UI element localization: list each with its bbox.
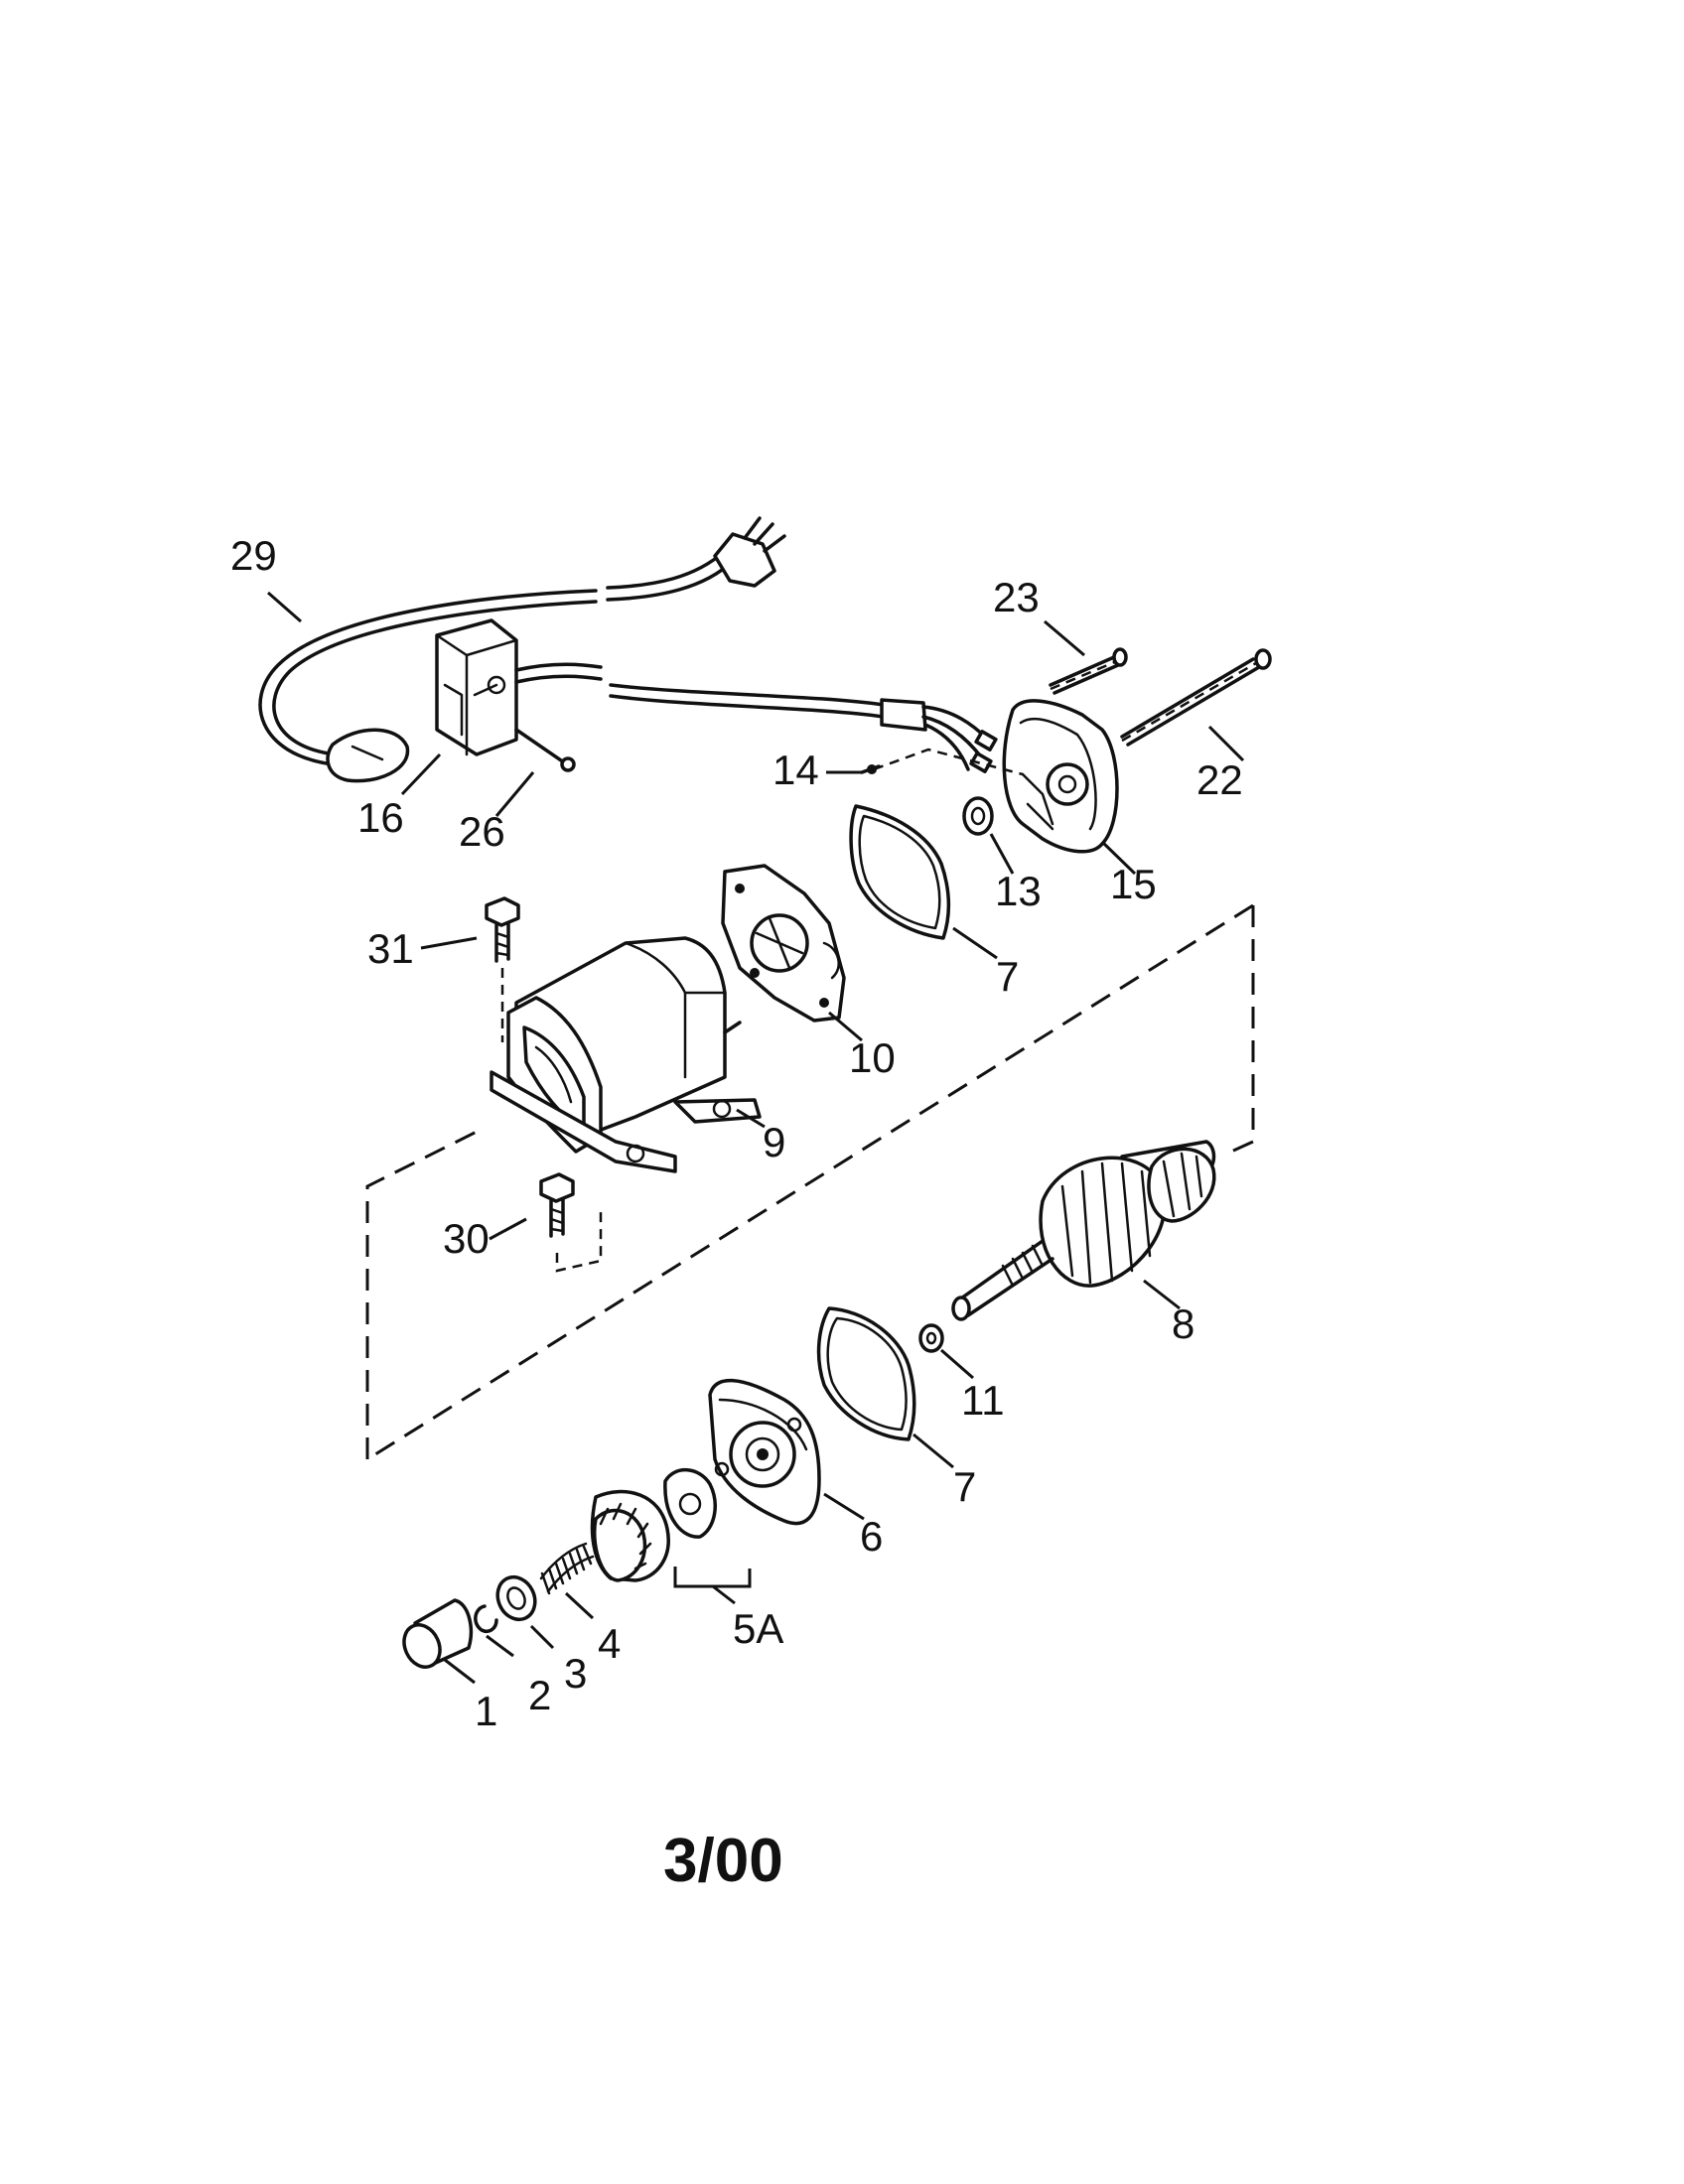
bolt-30: [539, 1172, 603, 1273]
callout-6: 6: [860, 1513, 883, 1560]
leader-lines: [267, 591, 1245, 1685]
callout-15: 15: [1110, 861, 1157, 907]
assembly-line-left: [365, 1130, 478, 1459]
screw-14-head: [867, 764, 877, 774]
callout-labels: 29 16 26 23 22 14 13 15 7 10 31 9 30 8 1…: [230, 532, 1243, 1734]
date-stamp: 3/00: [663, 1827, 783, 1895]
washer-11: [918, 1323, 944, 1353]
callout-7-lower: 7: [953, 1463, 976, 1510]
retaining-ring-2: [474, 1604, 498, 1633]
spring-4: [539, 1542, 595, 1595]
gasket-7-upper: [849, 804, 951, 940]
assembly-line-right: [1230, 905, 1255, 1154]
callout-14: 14: [772, 747, 819, 793]
callout-1: 1: [475, 1688, 497, 1734]
callout-4: 4: [598, 1620, 621, 1667]
washer-13: [962, 796, 994, 836]
callout-9: 9: [763, 1119, 785, 1165]
lead-wire: [609, 683, 998, 773]
drive-end-cap-6: [708, 1378, 821, 1526]
callout-5a: 5A: [733, 1605, 783, 1652]
screw-26: [514, 728, 576, 772]
assembly-line-diagonal: [366, 903, 1254, 1461]
callout-2: 2: [528, 1672, 551, 1718]
callout-16: 16: [357, 794, 404, 841]
armature-8: [951, 1140, 1216, 1321]
switch-box: [435, 618, 603, 756]
pinion-gear: [590, 1489, 670, 1582]
callout-11: 11: [961, 1377, 1005, 1424]
callout-30: 30: [443, 1215, 490, 1262]
motor-housing-9: [490, 936, 762, 1173]
power-cord: [258, 516, 786, 783]
collar-3: [495, 1574, 537, 1622]
end-cap: [873, 699, 1119, 854]
callout-26: 26: [459, 808, 505, 855]
through-bolt-23: [1049, 647, 1128, 695]
gasket-7-lower: [816, 1306, 916, 1441]
callout-13: 13: [995, 868, 1042, 914]
drive-hub: [663, 1467, 717, 1539]
bolt-31: [485, 896, 520, 1042]
callout-7-upper: 7: [996, 953, 1019, 1000]
callout-10: 10: [849, 1034, 896, 1081]
callout-22: 22: [1196, 756, 1243, 803]
brush-plate-10: [721, 864, 846, 1023]
callout-23: 23: [993, 574, 1040, 620]
callout-31: 31: [367, 925, 414, 972]
dust-cover-1: [402, 1598, 474, 1669]
callout-8: 8: [1172, 1300, 1194, 1347]
callout-29: 29: [230, 532, 277, 579]
through-bolt-22: [1120, 648, 1272, 747]
callout-3: 3: [564, 1650, 587, 1697]
